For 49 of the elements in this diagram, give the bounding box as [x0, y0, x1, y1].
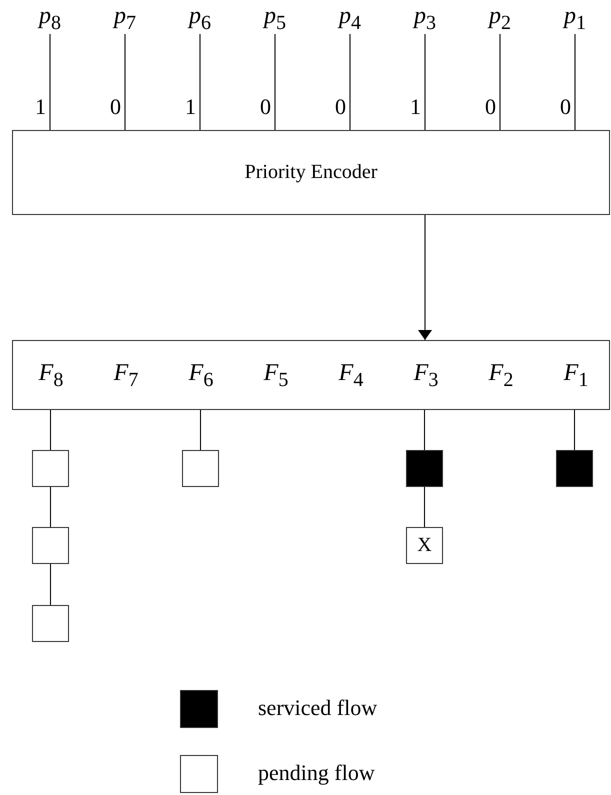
flow-label: F$_{5}$: [239, 341, 313, 411]
flow-label: F$_{2}$: [464, 341, 538, 411]
input-label: p$_{4}$: [328, 4, 372, 34]
connector-line: [424, 34, 426, 130]
edge-label: 1: [34, 94, 46, 120]
edge-label: 0: [559, 94, 571, 120]
input-label: p$_{8}$: [28, 4, 72, 34]
legend-label: serviced flow: [258, 695, 378, 721]
legend-label: pending flow: [258, 760, 375, 786]
edge-label: 0: [484, 94, 496, 120]
edge-label: 1: [409, 94, 421, 120]
serviced-flow-square: [406, 450, 443, 487]
flow-label: F$_{8}$: [14, 341, 88, 411]
queue-label: X: [417, 534, 432, 557]
flow-label: F$_{3}$: [389, 341, 463, 411]
connector-line: [50, 486, 51, 528]
input-label: p$_{2}$: [478, 4, 522, 34]
connector-line: [50, 564, 51, 606]
input-label: p$_{5}$: [253, 4, 297, 34]
pending-flow-square: [182, 450, 219, 487]
connector-line: [574, 34, 576, 130]
input-label: p$_{1}$: [553, 4, 597, 34]
connector-line: [424, 410, 425, 450]
edge-label: 0: [259, 94, 271, 120]
encoder-label: Priority Encoder: [244, 161, 378, 184]
input-label: p$_{7}$: [103, 4, 147, 34]
flow-label: F$_{7}$: [89, 341, 163, 411]
connector-line: [124, 34, 126, 130]
input-label: p$_{3}$: [403, 4, 447, 34]
queue-square: [406, 527, 443, 564]
connector-line: [50, 410, 51, 450]
connector-line: [200, 410, 201, 450]
connector-line: [574, 410, 575, 450]
input-label: p$_{6}$: [178, 4, 222, 34]
flow-table-box: [12, 340, 610, 410]
connector-line: [424, 486, 425, 528]
flow-label: F$_{6}$: [164, 341, 238, 411]
pending-flow-square: [32, 605, 69, 642]
connector-line: [274, 34, 276, 130]
edge-label: 1: [184, 94, 196, 120]
flow-label: F$_{1}$: [539, 341, 611, 411]
encoder-box: [12, 130, 610, 215]
pending-flow-square: [32, 527, 69, 564]
serviced-flow-square: [556, 450, 593, 487]
edge-label: 0: [109, 94, 121, 120]
arrow: [418, 214, 432, 340]
edge-label: 0: [334, 94, 346, 120]
pending-flow-square: [32, 450, 69, 487]
flow-label: F$_{4}$: [314, 341, 388, 411]
